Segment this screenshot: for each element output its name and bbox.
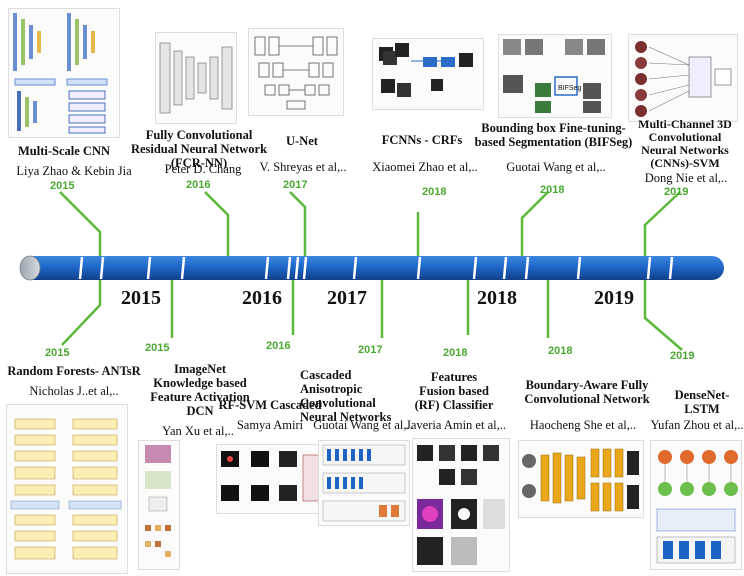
top-item-1-title: Multi-Scale CNN <box>18 144 110 158</box>
timeline-bar <box>20 256 724 280</box>
multi-scale-cnn-diagram <box>8 8 120 138</box>
timeline-separators <box>78 256 674 280</box>
bottom-item-7-title: DenseNet-LSTM <box>674 388 730 416</box>
timeline-year-2018: 2018 <box>477 287 517 309</box>
u-net-diagram <box>248 28 344 116</box>
top-item-3-title: U-Net <box>286 134 318 148</box>
timeline-year-2015: 2015 <box>121 287 161 309</box>
top-item-6-title: Multi-Channel 3D Convolutional Neural Ne… <box>638 117 732 170</box>
bifseg-label: BIFSeg <box>558 85 581 92</box>
top-item-1-author: Liya Zhao & Kebin Jia <box>16 164 132 178</box>
top-item-6-author: Dong Nie et al,.. <box>644 171 728 185</box>
connector-top-1 <box>59 191 102 257</box>
bottom-item-3-author: Samya Amiri <box>236 418 304 432</box>
bottom-item-1-year: 2015 <box>45 347 70 359</box>
bottom-item-2-year: 2015 <box>145 342 170 354</box>
bottom-item-6-year: 2018 <box>548 345 573 357</box>
imagenet-dcn-diagram <box>138 440 180 570</box>
timeline-year-2016: 2016 <box>242 287 282 309</box>
bifseg-diagram: BIFSeg <box>498 34 612 118</box>
bottom-item-4-year: 2017 <box>358 344 383 356</box>
densenet-lstm-diagram <box>650 440 742 570</box>
bottom-item-1-author: Nicholas J..et al,.. <box>29 384 119 398</box>
multi-channel-3d-cnn-svm-diagram <box>628 34 738 122</box>
cascaded-anisotropic-cnn-diagram <box>318 440 410 526</box>
top-item-2-title: Fully Convolutional Residual Neural Netw… <box>130 128 268 170</box>
bottom-item-2-title: ImageNet Knowledge based Feature Activat… <box>150 362 250 418</box>
top-item-4-title: FCNNs - CRFs <box>381 133 463 147</box>
bottom-item-3-title: RF-SVM Cascaded <box>218 398 322 412</box>
top-item-2-author: Peter D. Chang <box>164 162 242 176</box>
bottom-item-4-author: Guotai Wang et al,.. <box>313 418 413 432</box>
random-forests-antsr-flowchart <box>6 404 128 574</box>
timeline-year-2017: 2017 <box>327 287 367 309</box>
fcr-nn-diagram <box>155 32 237 124</box>
top-item-2-year: 2016 <box>186 179 211 191</box>
bottom-item-5-year: 2018 <box>443 347 468 359</box>
top-item-5-year: 2018 <box>540 184 565 196</box>
top-item-3-author: V. Shreyas et al,.. <box>259 160 347 174</box>
top-item-3-year: 2017 <box>283 179 308 191</box>
bottom-item-6-author: Haocheng She et al,.. <box>529 418 637 432</box>
top-item-5-title: Bounding box Fine-tuning-based Segmentat… <box>474 121 633 149</box>
connector-bottom-7 <box>643 280 683 351</box>
top-item-1-year: 2015 <box>50 180 75 192</box>
top-item-4-year: 2018 <box>422 186 447 198</box>
bottom-item-7-author: Yufan Zhou et al,.. <box>650 418 744 432</box>
bottom-item-7-year: 2019 <box>670 350 695 362</box>
bottom-item-4-title: Cascaded Anisotropic Convolutional Neura… <box>300 368 392 424</box>
connector-top-2 <box>204 191 230 257</box>
boundary-aware-fcn-diagram <box>518 440 644 518</box>
fcnns-crfs-diagram <box>372 38 484 110</box>
timeline-cap <box>19 255 41 281</box>
features-fusion-rf-diagram <box>412 438 510 572</box>
bottom-item-3-year: 2016 <box>266 340 291 352</box>
bottom-item-1-title: Random Forests- ANTsR <box>7 364 141 378</box>
connector-top-6 <box>643 191 681 257</box>
top-item-6-year: 2019 <box>664 186 689 198</box>
top-item-4-author: Xiaomei Zhao et al,.. <box>372 160 478 174</box>
top-item-5-author: Guotai Wang et al,.. <box>506 160 606 174</box>
connector-top-3 <box>289 191 307 257</box>
connector-top-5 <box>520 191 549 257</box>
rf-svm-cascaded-diagram <box>216 444 330 514</box>
connector-bottom-1 <box>61 280 102 346</box>
bottom-item-5-title: Features Fusion based (RF) Classifier <box>414 370 494 412</box>
bottom-item-2-author: Yan Xu et al,.. <box>162 424 234 438</box>
bottom-item-5-author: Javeria Amin et al,.. <box>406 418 506 432</box>
bottom-item-6-title: Boundary-Aware Fully Convolutional Netwo… <box>524 378 650 406</box>
timeline-year-2019: 2019 <box>594 287 634 309</box>
